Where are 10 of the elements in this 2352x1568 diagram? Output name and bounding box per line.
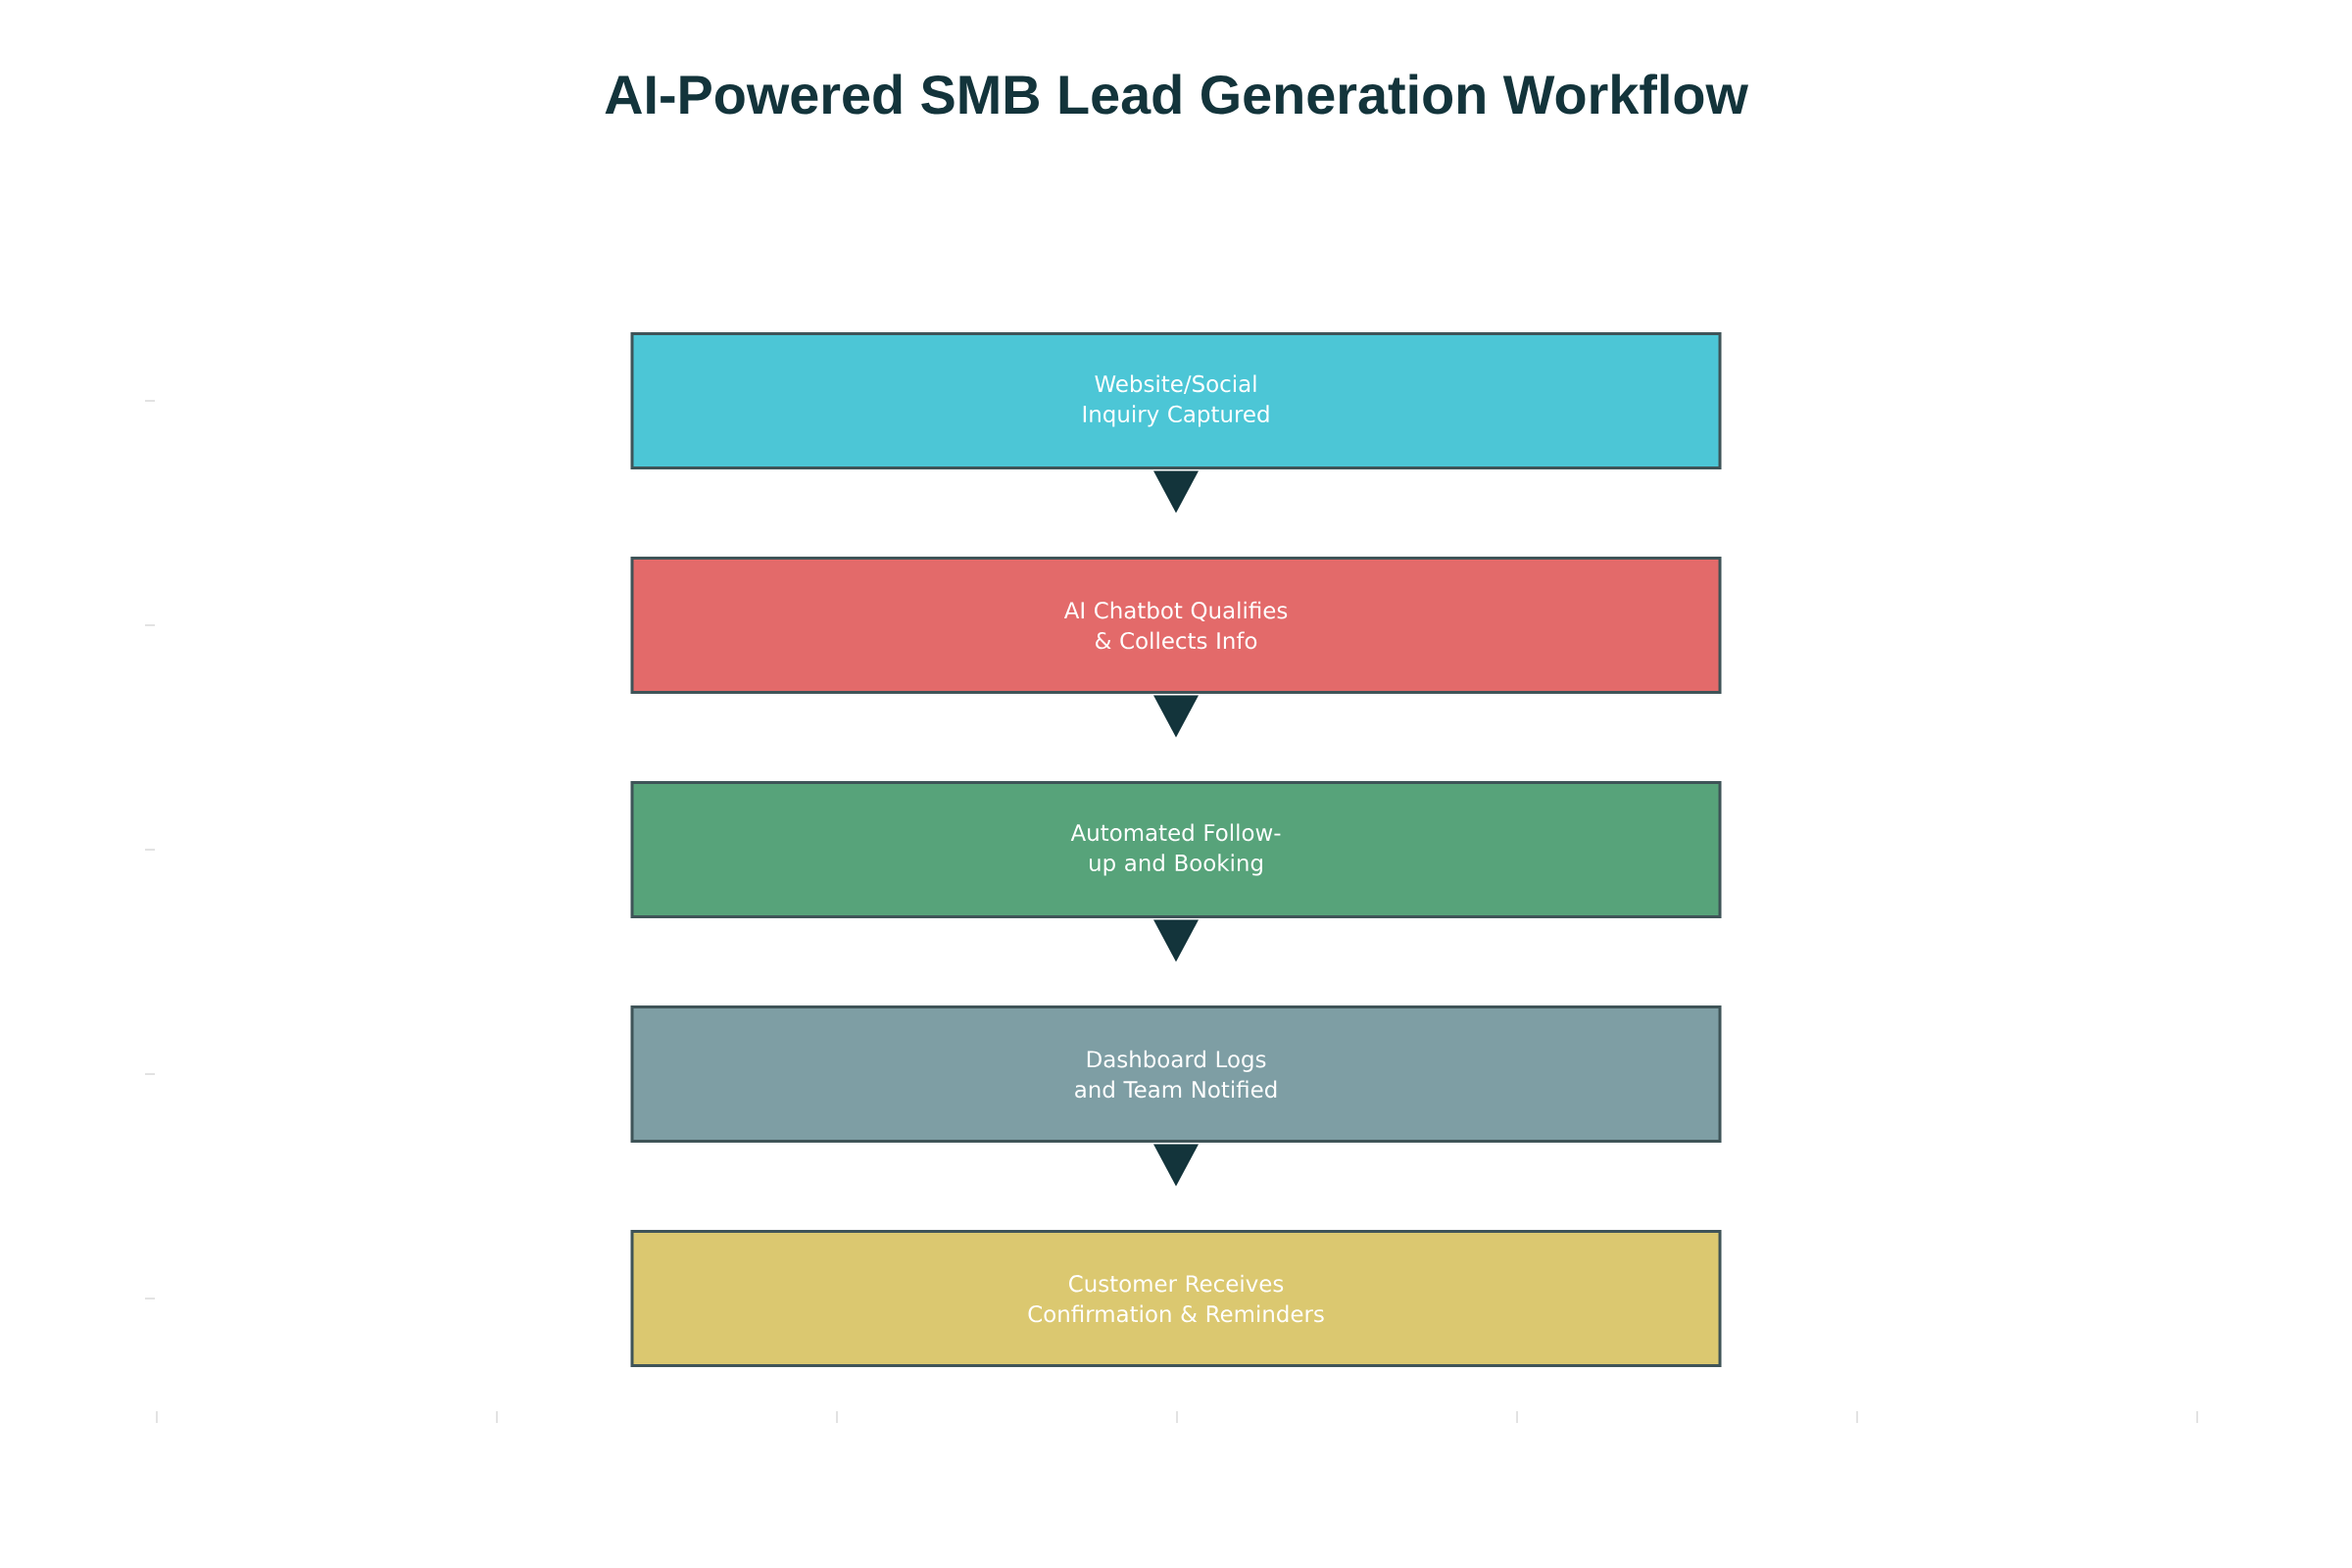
arrow xyxy=(1153,919,1199,962)
arrow xyxy=(1153,1144,1199,1187)
arrow xyxy=(1153,470,1199,514)
process-box: Dashboard Logs and Team Notified xyxy=(630,1005,1722,1143)
arrow xyxy=(1153,695,1199,738)
process-box: Website/Social Inquiry Captured xyxy=(630,332,1722,469)
process-box: Automated Follow-up and Booking xyxy=(630,781,1722,918)
process-box: AI Chatbot Qualifies & Collects Info xyxy=(630,557,1722,694)
process-box: Customer Receives Confirmation & Reminders xyxy=(630,1230,1722,1367)
title: AI-Powered SMB Lead Generation Workflow xyxy=(605,74,1748,115)
